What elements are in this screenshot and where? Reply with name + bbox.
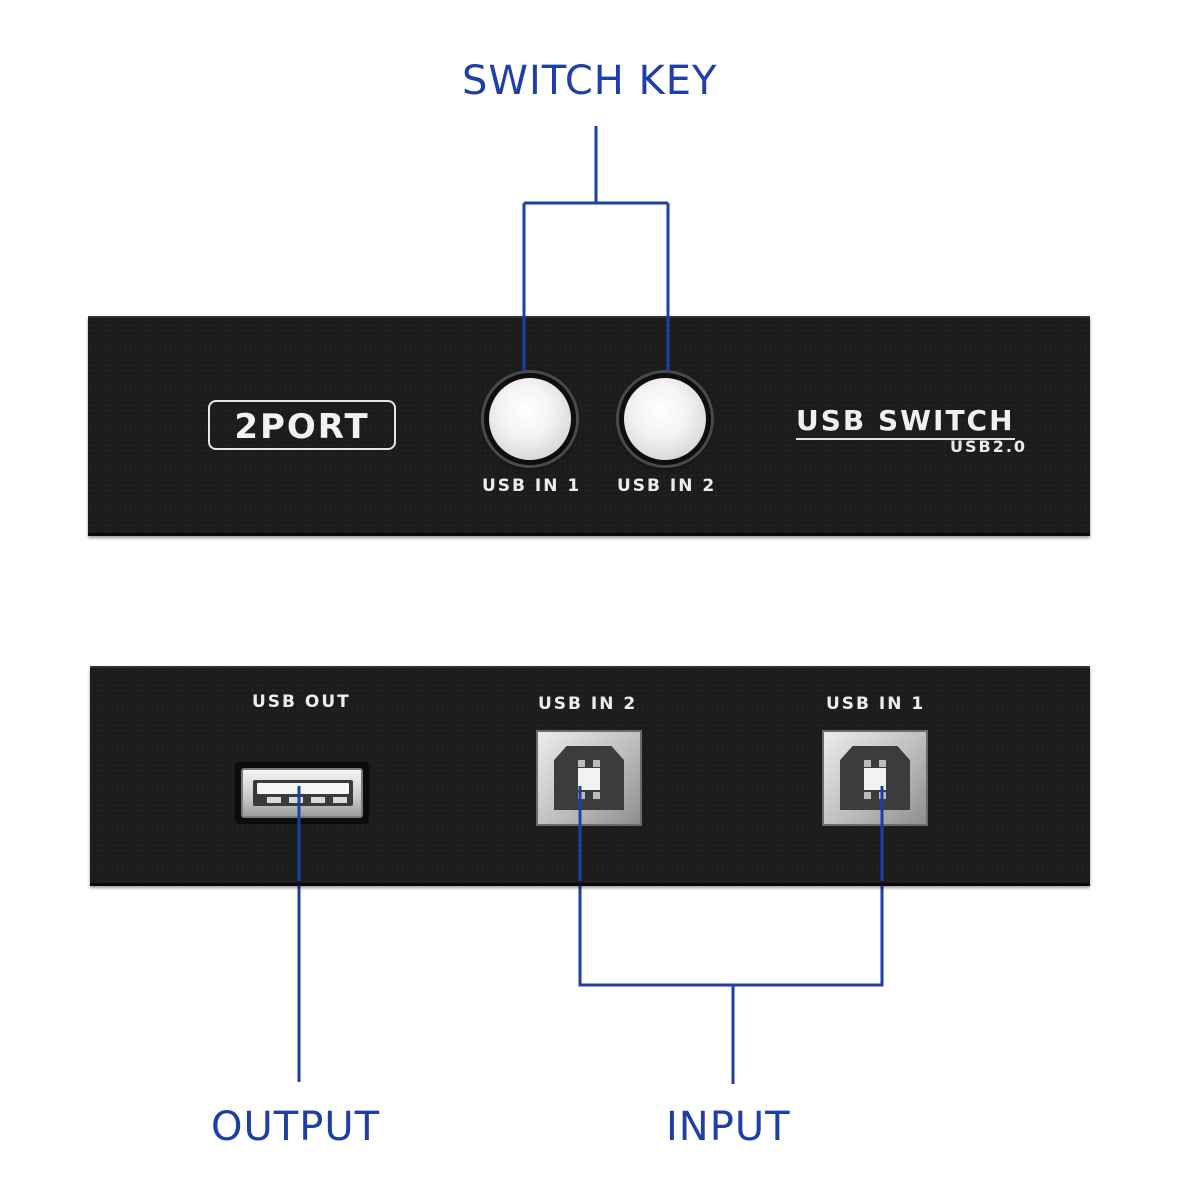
usb-b-pin bbox=[879, 792, 886, 799]
button-label-usb-in-2: USB IN 2 bbox=[617, 476, 717, 496]
output-label: OUTPUT bbox=[211, 1104, 381, 1150]
port-label-usb-in-2: USB IN 2 bbox=[538, 694, 638, 714]
usb-b-pin bbox=[593, 792, 600, 799]
usb-a-tongue bbox=[257, 783, 349, 794]
usb-a-pin bbox=[333, 797, 347, 803]
usb-b-pin bbox=[593, 760, 600, 767]
back-panel: USB OUT USB IN 2 USB IN 1 bbox=[90, 666, 1090, 886]
usb-a-shell bbox=[241, 768, 363, 818]
product-name: USB SWITCH bbox=[796, 404, 1015, 440]
switch-key-label: SWITCH KEY bbox=[462, 58, 718, 104]
usb-a-out-port[interactable] bbox=[235, 762, 369, 824]
usb-b-pin bbox=[879, 760, 886, 767]
usb-b-key bbox=[864, 768, 886, 790]
button-label-usb-in-1: USB IN 1 bbox=[482, 476, 582, 496]
switch-button-usb-in-2[interactable] bbox=[619, 373, 711, 465]
port-label-usb-out: USB OUT bbox=[252, 692, 351, 712]
usb-b-in-1-port[interactable] bbox=[822, 730, 928, 826]
usb-b-pin bbox=[864, 760, 871, 767]
usb-a-pin bbox=[289, 797, 303, 803]
usb-a-pin bbox=[311, 797, 325, 803]
usb-b-pin bbox=[864, 792, 871, 799]
usb-b-key bbox=[578, 768, 600, 790]
usb-a-slot bbox=[253, 780, 353, 806]
input-label: INPUT bbox=[666, 1104, 791, 1150]
front-panel: 2PORT USB IN 1 USB IN 2 USB SWITCH USB2.… bbox=[88, 316, 1090, 536]
port-label-usb-in-1: USB IN 1 bbox=[826, 694, 926, 714]
port-count-badge: 2PORT bbox=[208, 400, 396, 450]
usb-b-pin bbox=[578, 792, 585, 799]
switch-button-usb-in-1[interactable] bbox=[484, 373, 576, 465]
product-version: USB2.0 bbox=[950, 437, 1028, 456]
usb-b-socket bbox=[840, 746, 910, 810]
usb-a-pin bbox=[267, 797, 281, 803]
usb-b-pin bbox=[578, 760, 585, 767]
usb-b-in-2-port[interactable] bbox=[536, 730, 642, 826]
usb-b-socket bbox=[554, 746, 624, 810]
